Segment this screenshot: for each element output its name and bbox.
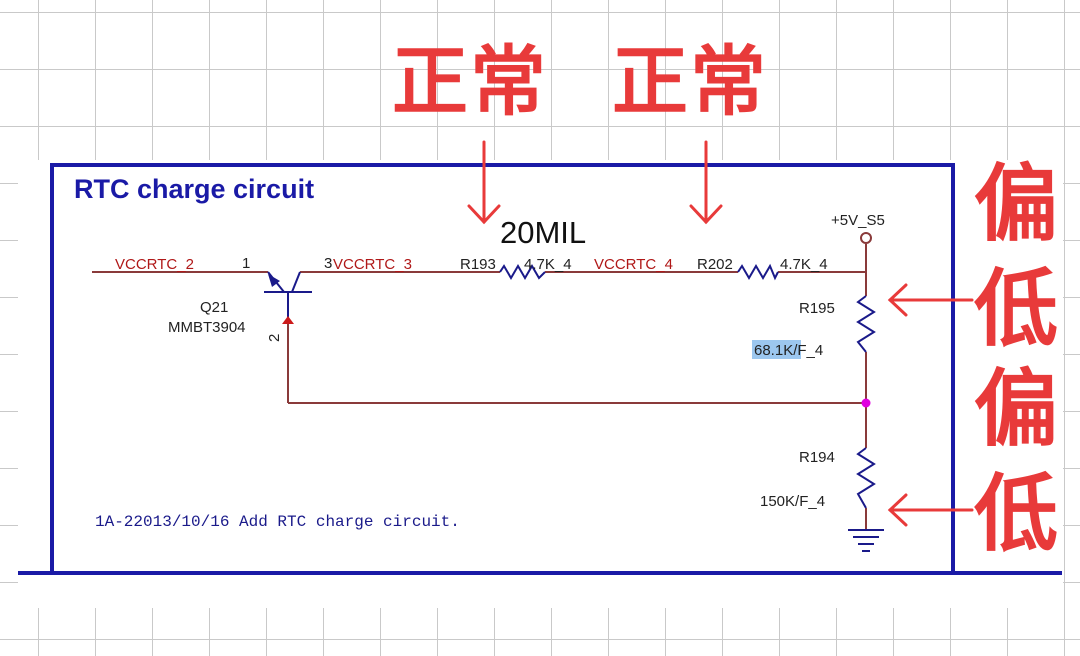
net-label-vccrtc4: VCCRTC_4 <box>594 256 673 273</box>
resistor-r193-ref: R193 <box>460 256 496 273</box>
resistor-r195-value: 68.1K/F_4 <box>754 342 823 359</box>
junction-dot <box>861 398 871 408</box>
resistor-r195-value-highlight <box>752 340 801 359</box>
resistor-r195-value-selected: 68.1K <box>754 342 793 359</box>
annotation-low-top-1: 偏 <box>974 155 1058 253</box>
power-rail-label: +5V_S5 <box>831 212 885 229</box>
resistor-r194-symbol <box>856 447 876 509</box>
transistor-pin-2: 2 <box>266 334 283 342</box>
resistor-r202-ref: R202 <box>697 256 733 273</box>
transistor-emitter-arrow <box>268 274 280 287</box>
circuit-title: RTC charge circuit <box>74 174 314 204</box>
resistor-r194-ref: R194 <box>799 449 835 466</box>
resistor-r193-value: 4.7K_4 <box>524 256 572 273</box>
transistor-base-pin-marker <box>282 316 294 324</box>
resistor-r202-symbol <box>737 263 779 281</box>
resistor-r195-value-suffix: /F_4 <box>793 342 823 359</box>
wires <box>92 244 867 530</box>
arrow-down-right <box>689 140 723 225</box>
transistor-pin-1: 1 <box>242 255 250 272</box>
annotation-low-bottom-2: 低 <box>974 465 1058 563</box>
annotation-low-top-2: 低 <box>974 260 1058 358</box>
ground-symbol <box>848 529 884 552</box>
transistor-emitter-leg <box>291 271 301 293</box>
net-label-vccrtc2: VCCRTC_2 <box>115 256 194 273</box>
transistor-q21 <box>264 271 312 318</box>
arrow-left-r194 <box>887 493 974 527</box>
transistor-part: MMBT3904 <box>168 319 246 336</box>
net-label-vccrtc3: VCCRTC_3 <box>333 256 412 273</box>
schematic-sheet <box>18 160 1063 608</box>
transistor-ref: Q21 <box>200 299 228 316</box>
arrow-left-r195 <box>887 283 974 317</box>
revision-note: 1A-22013/10/16 Add RTC charge circuit. <box>95 513 460 531</box>
power-rail-symbol <box>860 232 872 244</box>
transistor-pin-3: 3 <box>324 255 332 272</box>
resistor-r194-value: 150K/F_4 <box>760 493 825 510</box>
annotation-normal-left: 正常 <box>392 37 548 126</box>
annotation-low-bottom-1: 偏 <box>974 360 1058 458</box>
trace-width-label: 20MIL <box>500 215 586 250</box>
resistor-r193-symbol <box>499 264 546 280</box>
resistor-r195-symbol <box>856 295 876 353</box>
resistor-r202-value: 4.7K_4 <box>780 256 828 273</box>
resistor-r195-ref: R195 <box>799 300 835 317</box>
annotation-normal-right: 正常 <box>612 37 768 126</box>
arrow-down-left <box>467 140 501 225</box>
annotation-arrows <box>467 140 974 527</box>
